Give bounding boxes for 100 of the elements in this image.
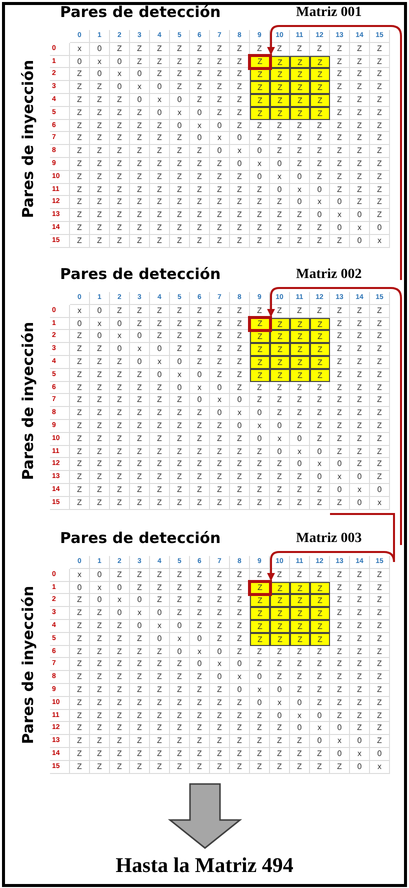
matrix-value: Z xyxy=(270,760,290,774)
matrix-value: Z xyxy=(170,158,190,171)
highlighted-value: Z xyxy=(310,582,330,594)
matrix-value: Z xyxy=(330,407,350,420)
matrix-value: Z xyxy=(130,318,150,330)
matrix-value: Z xyxy=(330,120,350,132)
matrix-value: 0 xyxy=(250,696,270,710)
matrix-value: Z xyxy=(70,394,90,408)
matrix-value: Z xyxy=(370,607,390,620)
matrix-value: Z xyxy=(170,607,190,620)
matrix-value: 0 xyxy=(270,420,290,433)
matrix-value: Z xyxy=(330,382,350,394)
matrix-value: Z xyxy=(70,735,90,748)
matrix-value: Z xyxy=(90,394,110,408)
matrix-value: Z xyxy=(210,760,230,774)
highlighted-value: Z xyxy=(250,620,270,633)
matrix-value: Z xyxy=(150,394,170,408)
matrix-value: 0 xyxy=(310,184,330,196)
matrix-value: Z xyxy=(170,234,190,248)
matrix-value: Z xyxy=(230,484,250,497)
matrix-value: Z xyxy=(130,632,150,646)
matrix-value: Z xyxy=(90,710,110,722)
matrix-value: Z xyxy=(150,209,170,222)
matrix-value: Z xyxy=(370,658,390,672)
matrix-value: Z xyxy=(130,458,150,472)
matrix-value: Z xyxy=(190,42,210,56)
matrix-value: Z xyxy=(290,222,310,235)
matrix-value: 0 xyxy=(110,607,130,620)
highlighted-value: Z xyxy=(290,318,310,330)
matrix-value: Z xyxy=(210,196,230,210)
matrix-value: Z xyxy=(310,394,330,408)
matrix-value: 0 xyxy=(310,446,330,458)
matrix-value: Z xyxy=(170,458,190,472)
matrix-value: Z xyxy=(90,368,110,382)
matrix-value: Z xyxy=(110,696,130,710)
matrix-value: Z xyxy=(290,496,310,510)
matrix-value: Z xyxy=(170,184,190,196)
matrix-value: 0 xyxy=(130,594,150,608)
matrix-value: Z xyxy=(150,196,170,210)
matrix-value: Z xyxy=(150,760,170,774)
matrix-value: Z xyxy=(210,458,230,472)
matrix-value: 0 xyxy=(70,582,90,594)
matrix-value: Z xyxy=(350,56,370,68)
matrix-value: 0 xyxy=(350,234,370,248)
matrix-value: Z xyxy=(70,209,90,222)
matrix-value: Z xyxy=(130,684,150,697)
highlighted-value: Z xyxy=(290,68,310,82)
matrix-value: 0 xyxy=(290,170,310,184)
matrix-value: Z xyxy=(130,696,150,710)
highlighted-value: Z xyxy=(290,607,310,620)
matrix-value: 0 xyxy=(250,407,270,420)
matrix-value: Z xyxy=(310,496,330,510)
matrix-value: Z xyxy=(110,394,130,408)
matrix-value: Z xyxy=(210,368,230,382)
matrix-value: Z xyxy=(270,209,290,222)
matrix-value: Z xyxy=(110,568,130,582)
matrix-value: Z xyxy=(90,106,110,120)
matrix-value: Z xyxy=(270,132,290,146)
axis-title: Pares de inyección xyxy=(18,58,38,220)
matrix-value: Z xyxy=(170,582,190,594)
matrix-value: x xyxy=(150,356,170,369)
matrix-value: Z xyxy=(150,484,170,497)
highlighted-value: Z xyxy=(250,94,270,107)
matrix-value: Z xyxy=(190,748,210,761)
matrix-value: Z xyxy=(170,471,190,484)
matrix-value: Z xyxy=(250,710,270,722)
matrix-value: x xyxy=(350,484,370,497)
matrix-value: Z xyxy=(130,407,150,420)
matrix-value: x xyxy=(110,68,130,82)
matrix-value: Z xyxy=(70,170,90,184)
matrix-value: Z xyxy=(210,209,230,222)
matrix-value: Z xyxy=(290,748,310,761)
matrix-value: Z xyxy=(350,684,370,697)
matrix-value: Z xyxy=(110,760,130,774)
matrix-value: x xyxy=(90,318,110,330)
matrix-value: Z xyxy=(330,330,350,344)
matrix-value: 0 xyxy=(130,620,150,633)
matrix-value: Z xyxy=(290,471,310,484)
matrix-value: Z xyxy=(70,106,90,120)
matrix-value: Z xyxy=(370,471,390,484)
matrix-value: Z xyxy=(370,196,390,210)
matrix-value: Z xyxy=(110,170,130,184)
matrix-value: Z xyxy=(370,432,390,446)
matrix-value: 0 xyxy=(230,132,250,146)
matrix-value: Z xyxy=(130,710,150,722)
highlighted-value: Z xyxy=(270,330,290,344)
highlighted-value: Z xyxy=(290,56,310,68)
matrix-value: 0 xyxy=(290,432,310,446)
matrix-value: Z xyxy=(290,120,310,132)
matrix-value: Z xyxy=(90,471,110,484)
matrix-value: Z xyxy=(70,748,90,761)
matrix-value: Z xyxy=(70,432,90,446)
matrix-value: Z xyxy=(370,42,390,56)
highlighted-value: Z xyxy=(270,343,290,356)
matrix-value: Z xyxy=(270,394,290,408)
matrix-value: Z xyxy=(90,446,110,458)
matrix-value: Z xyxy=(250,735,270,748)
matrix-value: Z xyxy=(250,446,270,458)
highlighted-value: Z xyxy=(270,106,290,120)
matrix-value: Z xyxy=(370,170,390,184)
